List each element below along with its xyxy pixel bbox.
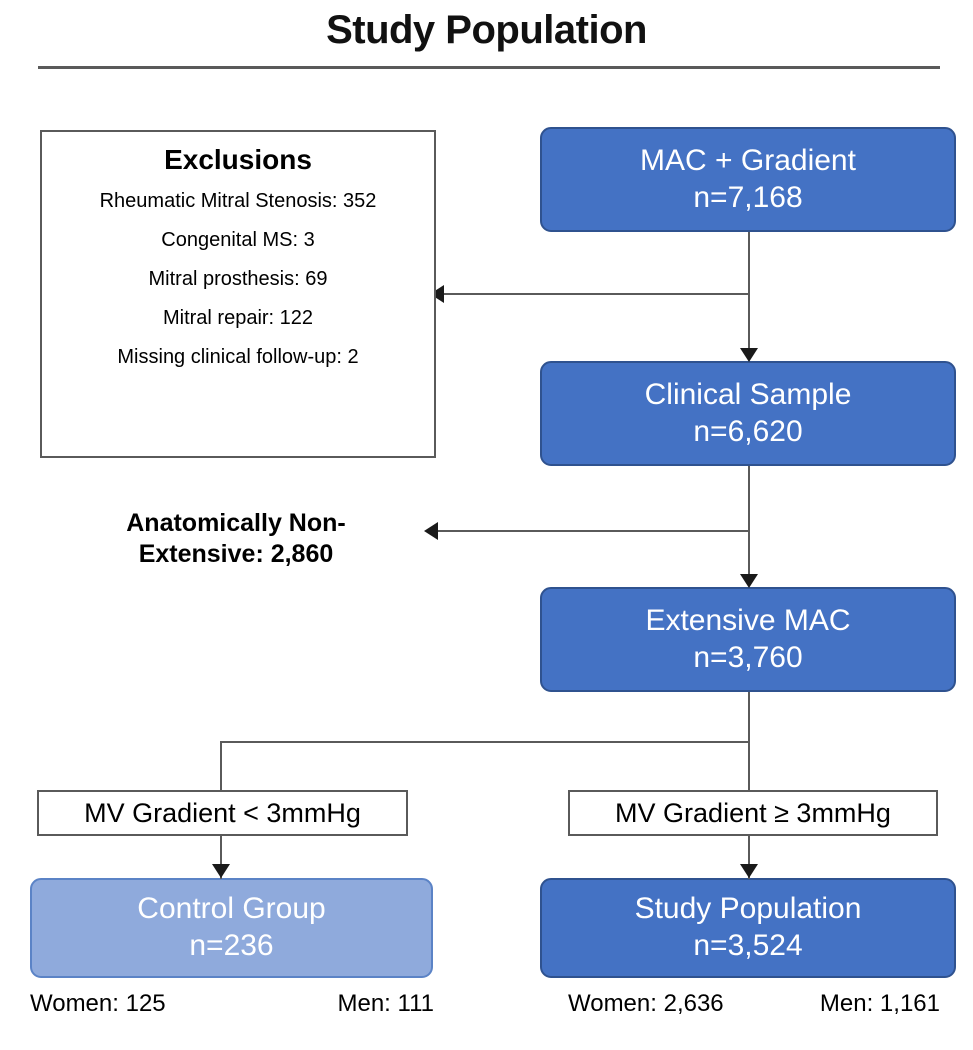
connector-clinical-to-nonextensive [438,530,749,532]
arrowhead-to-study-population [740,864,758,878]
connector-clinical-to-extensive [748,466,750,576]
control-men-count: Men: 111 [337,990,434,1017]
node-extensive-mac-label: Extensive MAC [645,603,851,637]
study-women-count: Women: 2,636 [568,990,724,1017]
connector-split-horizontal [220,741,750,743]
node-study-population-count: n=3,524 [693,929,803,962]
node-control-group-count: n=236 [189,929,274,962]
connector-split-right-leg [748,741,750,790]
exclusion-item: Congenital MS: 3 [161,229,315,251]
node-clinical-sample-count: n=6,620 [693,414,803,448]
connector-mac-to-exclusions [444,293,749,295]
control-women-count: Women: 125 [30,990,166,1017]
node-mac-gradient: MAC + Gradient n=7,168 [540,127,956,232]
criteria-left-label: MV Gradient < 3mmHg [84,797,361,828]
non-extensive-line1: Anatomically Non- [126,509,346,537]
node-mac-gradient-count: n=7,168 [693,180,803,214]
exclusion-item: Rheumatic Mitral Stenosis: 352 [99,190,377,212]
node-clinical-sample-label: Clinical Sample [644,377,852,411]
node-extensive-mac-count: n=3,760 [693,640,803,674]
node-extensive-mac: Extensive MAC n=3,760 [540,587,956,692]
criteria-right-label: MV Gradient ≥ 3mmHg [615,797,891,828]
title-divider [38,66,940,69]
node-mac-gradient-label: MAC + Gradient [640,143,856,177]
exclusion-item: Mitral repair: 122 [162,307,314,329]
connector-right-criteria-to-study [748,835,750,879]
connector-left-criteria-to-control [220,835,222,879]
exclusions-panel: Exclusions Rheumatic Mitral Stenosis: 35… [40,130,436,458]
non-extensive-line2: Extensive: 2,860 [138,539,334,568]
connector-split-left-leg [220,741,222,790]
demographics-study-population: Women: 2,636 Men: 1,161 [568,990,940,1018]
node-clinical-sample: Clinical Sample n=6,620 [540,361,956,466]
page-title: Study Population [326,8,647,52]
arrowhead-to-clinical-sample [740,348,758,362]
non-extensive-label: Anatomically Non- Extensive: 2,860 [66,508,406,569]
exclusion-item: Mitral prosthesis: 69 [148,268,328,290]
criteria-box-left: MV Gradient < 3mmHg [37,790,408,836]
arrowhead-to-control-group [212,864,230,878]
arrowhead-to-nonextensive [424,522,438,540]
node-study-population-label: Study Population [634,892,862,926]
connector-mac-to-clinical [748,232,750,350]
study-men-count: Men: 1,161 [819,990,940,1017]
connector-extensive-trunk [748,692,750,743]
exclusion-item: Missing clinical follow-up: 2 [117,346,359,368]
demographics-control-group: Women: 125 Men: 111 [30,990,434,1018]
node-control-group-label: Control Group [137,892,326,926]
exclusions-heading: Exclusions [164,144,312,175]
node-study-population: Study Population n=3,524 [540,878,956,978]
arrowhead-to-extensive-mac [740,574,758,588]
node-control-group: Control Group n=236 [30,878,433,978]
criteria-box-right: MV Gradient ≥ 3mmHg [568,790,938,836]
